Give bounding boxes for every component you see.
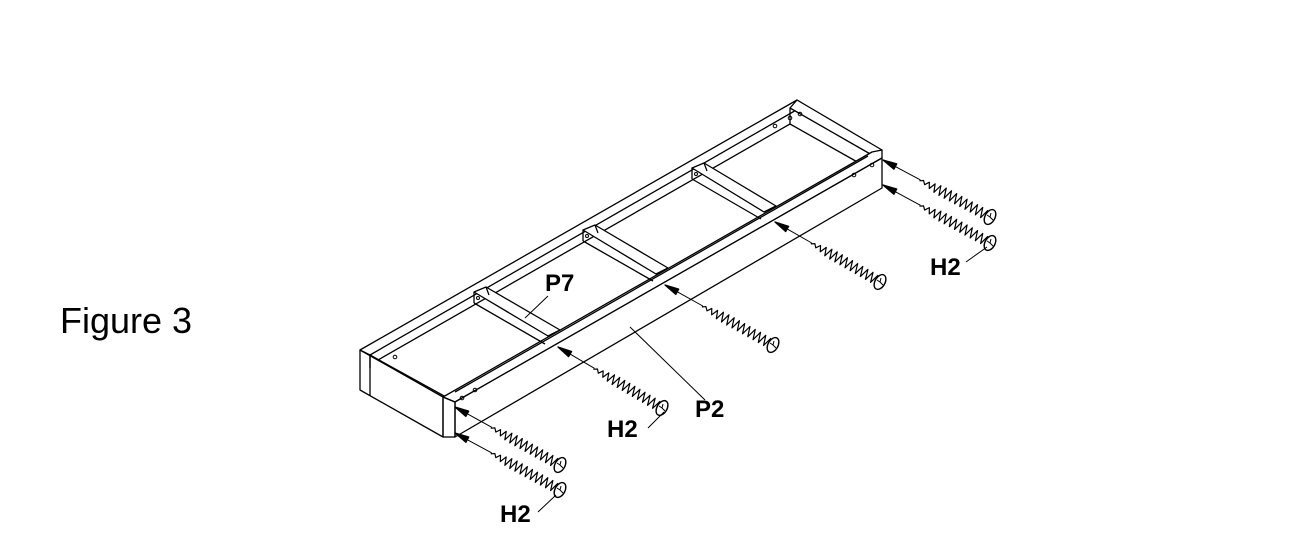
label-h2-right: H2: [930, 254, 961, 281]
screw-slot: [876, 277, 884, 286]
label-p7: P7: [545, 270, 575, 297]
divider-2: [582, 224, 669, 282]
screw-thread: [919, 179, 989, 219]
screw-slot: [769, 340, 777, 349]
screws: [454, 159, 997, 499]
screw-thread: [490, 427, 559, 467]
front-panel-top: [442, 149, 883, 403]
arrowhead-icon: [664, 284, 680, 296]
screw-h2: [774, 221, 887, 291]
screw-thread: [490, 452, 559, 492]
insertion-arrow-line: [566, 351, 595, 369]
arrowhead-icon: [454, 432, 470, 443]
screw-h2: [557, 346, 669, 417]
insertion-arrow-line: [783, 226, 812, 244]
h2-leader: [965, 246, 988, 263]
p7-leader: [524, 295, 549, 319]
insertion-arrow-line: [463, 437, 492, 454]
divider-3: [691, 162, 777, 220]
h2-leader: [647, 411, 665, 429]
screw-slot: [556, 485, 564, 494]
front-panel-face: [454, 157, 883, 438]
h2-leader: [537, 494, 557, 513]
edge: [789, 123, 869, 169]
left-end-panel: [359, 349, 444, 438]
label-p2: P2: [695, 396, 725, 423]
screw-slot: [986, 212, 994, 221]
insertion-arrow-line: [891, 164, 921, 181]
insertion-arrow-line: [463, 411, 492, 428]
edge: [369, 354, 456, 403]
screw-thread: [919, 205, 989, 245]
edge: [442, 396, 456, 403]
screw-slot: [986, 238, 994, 247]
label-h2-left: H2: [500, 501, 531, 528]
screw-h2: [454, 406, 567, 474]
screw-thread: [701, 305, 772, 347]
arrowhead-icon: [882, 159, 898, 170]
shelf-frame: [359, 99, 883, 438]
screw-slot: [556, 460, 564, 469]
screw-h2: [882, 184, 997, 252]
arrowhead-icon: [454, 406, 470, 418]
screw-h2: [454, 432, 567, 499]
screw-h2: [882, 159, 997, 226]
label-h2-middle: H2: [607, 416, 638, 443]
screw-slot: [658, 403, 666, 412]
p2-leader: [629, 326, 706, 401]
insertion-arrow-line: [891, 189, 921, 206]
right-end-top: [789, 99, 883, 156]
arrowhead-icon: [882, 184, 898, 195]
screw-h2: [664, 284, 780, 354]
divider-1: [473, 286, 561, 345]
arrowhead-icon: [774, 221, 790, 233]
arrowhead-icon: [557, 346, 573, 358]
screw-thread: [593, 368, 661, 409]
figure-title: Figure 3: [60, 300, 193, 341]
screw-thread: [810, 242, 879, 283]
leader-lines: [524, 246, 988, 513]
holes: [392, 111, 875, 401]
insertion-arrow-line: [673, 289, 704, 307]
front-inner-edge: [454, 155, 869, 393]
